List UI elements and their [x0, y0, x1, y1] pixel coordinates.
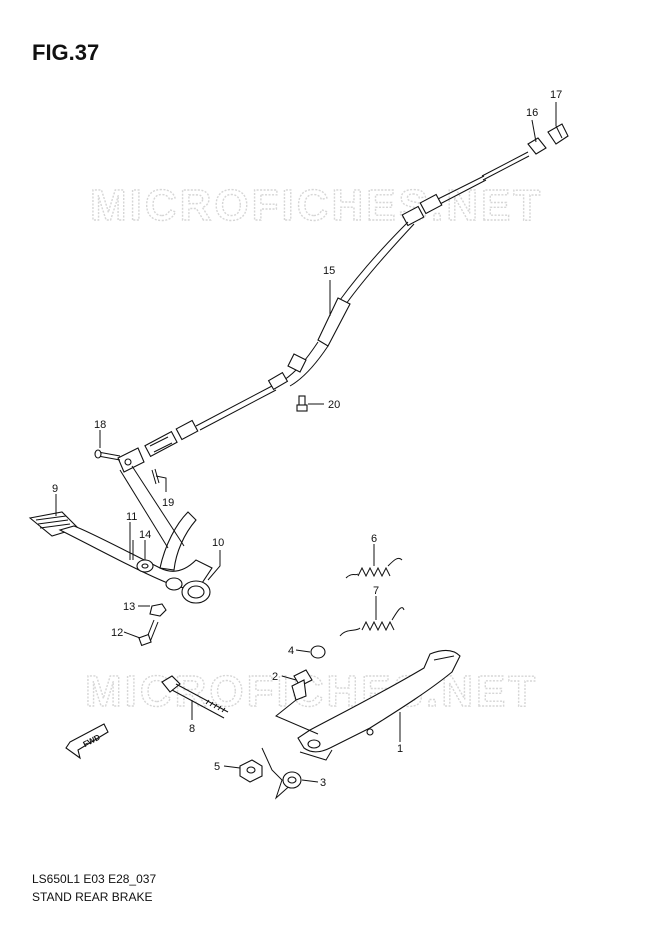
figure-description: STAND REAR BRAKE	[32, 890, 153, 904]
cap-4	[310, 645, 326, 659]
brake-cable	[117, 151, 530, 473]
callout-3: 3	[320, 777, 326, 789]
callout-11: 11	[126, 511, 137, 523]
brake-pedal	[28, 465, 213, 604]
callout-4: 4	[288, 645, 294, 657]
nut-13	[149, 603, 167, 617]
spring-6	[345, 557, 403, 579]
watermark-bottom: MICROFICHES.NET	[85, 667, 538, 716]
callout-1: 1	[397, 743, 403, 755]
callout-20: 20	[328, 399, 340, 411]
washer-3	[282, 771, 302, 789]
callout-10: 10	[212, 537, 224, 549]
fwd-arrow-icon: FWD	[65, 723, 109, 760]
nut-5	[239, 759, 263, 783]
callout-6: 6	[371, 533, 377, 545]
callout-17: 17	[550, 89, 562, 101]
callout-8: 8	[189, 723, 195, 735]
callout-12: 12	[111, 627, 123, 639]
cable-nut-16	[527, 137, 547, 155]
callout-18: 18	[94, 419, 106, 431]
callout-14: 14	[139, 529, 151, 541]
callout-9: 9	[52, 483, 58, 495]
callout-5: 5	[214, 761, 220, 773]
callout-2: 2	[272, 671, 278, 683]
side-stand	[297, 649, 461, 761]
washer-14	[136, 559, 154, 573]
callout-13: 13	[123, 601, 135, 613]
figure-code: LS650L1 E03 E28_037	[32, 872, 157, 886]
cable-cap-17	[547, 123, 569, 145]
spring-7	[339, 607, 405, 637]
callout-16: 16	[526, 107, 538, 119]
callout-19: 19	[162, 497, 174, 509]
watermark-top: MICROFICHES.NET	[90, 181, 543, 230]
bolt-12	[138, 619, 159, 647]
callout-numbers: 1 2 3 4 5 6 7 8 9 10 11 12 13 14 15 16 1…	[52, 89, 562, 789]
figure-title: FIG.37	[32, 40, 100, 65]
callout-15: 15	[323, 265, 335, 277]
clevis-pin-18	[94, 449, 121, 461]
bolt-20	[296, 395, 308, 412]
callout-leaders	[55, 102, 557, 783]
pivot-bolt-2	[291, 669, 313, 701]
long-bolt-8	[161, 675, 229, 719]
pin-11	[129, 540, 134, 560]
callout-7: 7	[373, 585, 379, 597]
